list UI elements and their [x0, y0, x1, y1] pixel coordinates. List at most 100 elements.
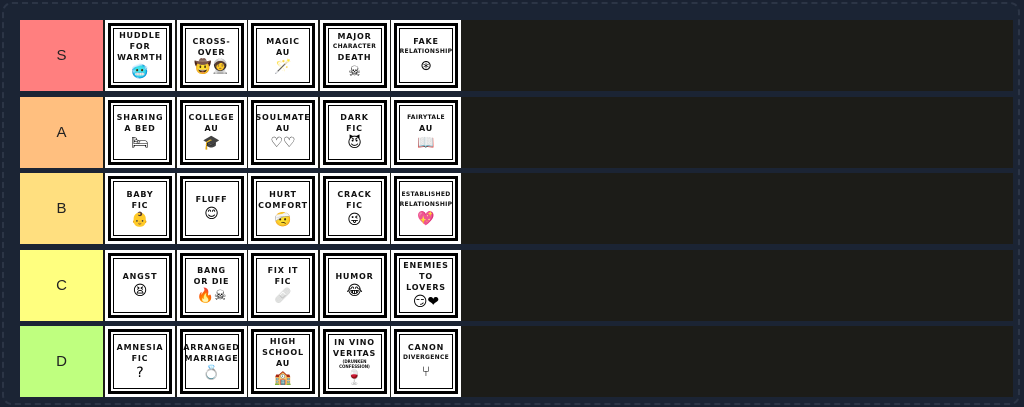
card-content: HIGH SCHOOL AU 🏫 — [251, 329, 315, 394]
tier-card[interactable]: CROSS- OVER🤠🧑‍🚀 — [176, 20, 247, 91]
card-title-line: RELATIONSHIP — [399, 48, 453, 55]
wine-glass-icon: 🍷 — [345, 369, 364, 386]
tier-card[interactable]: MAGIC AU🪄 — [248, 20, 318, 91]
cold-face-icon: 🥶 — [131, 64, 149, 80]
tier-card[interactable]: COLLEGE AU 🎓 — [176, 96, 247, 168]
tier-card[interactable]: CRACK FIC😜 — [319, 173, 390, 244]
tier-card[interactable]: ENEMIES TO LOVERS😏❤ — [391, 249, 461, 321]
card-content: FAKE RELATIONSHIP ⊛ — [394, 23, 458, 88]
card-title: SOULMATE — [255, 113, 311, 122]
stamp-icon: ⊛ — [420, 58, 432, 74]
tier-items-dropzone[interactable]: SHARING A BED 🛏 COLLEGE AU 🎓 SOULMATE AU ♡♡ DAR… — [103, 96, 1013, 168]
card-title-line: MARRIAGE — [184, 353, 239, 363]
tier-card[interactable]: SHARING A BED 🛏 — [105, 96, 175, 168]
tier-card[interactable]: HUDDLE FOR WARMTH 🥶 — [105, 20, 175, 91]
card-content: AMNESIA FIC? — [108, 329, 172, 394]
card-title-line: AU — [418, 123, 434, 133]
tier-items-dropzone[interactable]: ANGST😫BANG OR DIE🔥☠FIX IT FIC🩹HUMOR😂ENEM… — [103, 249, 1013, 321]
card-title: DARK FIC — [340, 113, 369, 133]
card-content: ENEMIES TO LOVERS😏❤ — [394, 252, 458, 318]
card-title: ARRANGED — [183, 342, 240, 352]
magic-wand-icon: 🪄 — [274, 58, 292, 75]
ring-icon: 💍 — [202, 364, 221, 381]
dagger-heart-face-icon: 😏❤ — [412, 293, 440, 310]
card-content: MAGIC AU🪄 — [251, 23, 315, 88]
sparkling-heart-icon: 💖 — [417, 210, 435, 227]
card-title-line: RELATIONSHIP — [399, 200, 453, 208]
card-title: CRACK FIC — [337, 189, 372, 210]
card-title-line: DIVERGENCE — [402, 354, 450, 361]
card-title: HUMOR — [335, 271, 374, 281]
card-title: ANGST — [122, 271, 158, 281]
card-title: MAGIC AU — [266, 36, 300, 57]
card-title: FIX IT FIC — [267, 266, 299, 286]
tier-card[interactable]: SOULMATE AU ♡♡ — [248, 96, 318, 168]
card-title: ENEMIES TO LOVERS — [403, 260, 449, 292]
storybook-icon: 📖 — [417, 134, 435, 151]
card-title: CANON — [407, 343, 445, 352]
tier-label[interactable]: C — [20, 249, 103, 321]
winking-tongue-icon: 😜 — [347, 211, 362, 228]
tier-row-a: A SHARING A BED 🛏 COLLEGE AU 🎓 SOULMATE AU ♡♡ DA… — [20, 96, 1013, 168]
two-hearts-icon: ♡♡ — [270, 135, 296, 151]
card-title: BANG OR DIE — [193, 266, 230, 286]
bed-heart-icon: 🛏 — [131, 135, 149, 151]
card-content: HURT COMFORT🤕 — [251, 176, 315, 241]
card-title: AMNESIA FIC — [116, 342, 164, 363]
question-mark-icon: ? — [136, 364, 144, 381]
card-title-line: AU — [275, 124, 291, 133]
bandaged-face-icon: 🤕 — [274, 211, 292, 228]
school-icon: 🏫 — [274, 370, 292, 386]
card-title: BABY FIC — [126, 189, 154, 210]
card-title: HURT COMFORT — [258, 189, 308, 210]
tired-face-icon: 😫 — [132, 282, 148, 299]
tier-label[interactable]: A — [20, 96, 103, 168]
tier-label[interactable]: S — [20, 20, 103, 91]
card-content: COLLEGE AU 🎓 — [179, 99, 244, 165]
card-title-line: DEATH — [337, 52, 372, 62]
tier-items-dropzone[interactable]: BABY FIC👶FLUFF😊HURT COMFORT🤕CRACK FIC😜ES… — [103, 173, 1013, 244]
card-content: IN VINO VERITAS(DRUNKEN CONFESSION)🍷 — [322, 329, 387, 394]
card-title: MAJOR — [337, 31, 372, 41]
tier-card[interactable]: FAKE RELATIONSHIP ⊛ — [391, 20, 461, 91]
bandage-icon: 🩹 — [274, 288, 292, 304]
tier-card[interactable]: HUMOR😂 — [319, 249, 390, 321]
tier-card[interactable]: HIGH SCHOOL AU 🏫 — [248, 326, 318, 397]
card-content: DARK FIC 😈 — [322, 99, 387, 165]
card-title: COLLEGE AU — [188, 113, 235, 133]
tier-items-dropzone[interactable]: HUDDLE FOR WARMTH🥶CROSS- OVER🤠🧑‍🚀MAGIC A… — [103, 20, 1013, 91]
tier-card[interactable]: HURT COMFORT🤕 — [248, 173, 318, 244]
graduation-cap-icon: 🎓 — [202, 135, 221, 151]
card-title: HUDDLE FOR WARMTH — [117, 31, 163, 62]
card-title: SHARING A BED — [116, 113, 164, 133]
tier-card[interactable]: IN VINO VERITAS(DRUNKEN CONFESSION)🍷 — [319, 326, 390, 397]
card-title-line: CHARACTER — [332, 42, 377, 50]
tier-label[interactable]: B — [20, 173, 103, 244]
tier-card[interactable]: FIX IT FIC 🩹 — [248, 249, 318, 321]
card-title: FAKE — [413, 37, 439, 46]
tier-card[interactable]: FLUFF😊 — [176, 173, 247, 244]
tier-card[interactable]: BANG OR DIE🔥☠ — [176, 249, 247, 321]
card-content: ANGST😫 — [108, 252, 172, 318]
tier-card[interactable]: BABY FIC👶 — [105, 173, 175, 244]
tier-card[interactable]: ANGST😫 — [105, 249, 175, 321]
card-content: HUDDLE FOR WARMTH 🥶 — [108, 23, 172, 88]
devil-icon: 😈 — [347, 135, 362, 151]
tier-card[interactable]: AMNESIA FIC? — [105, 326, 175, 397]
tier-label[interactable]: D — [20, 326, 103, 397]
card-title: HIGH SCHOOL AU — [262, 337, 304, 368]
tier-card[interactable]: DARK FIC 😈 — [319, 96, 390, 168]
